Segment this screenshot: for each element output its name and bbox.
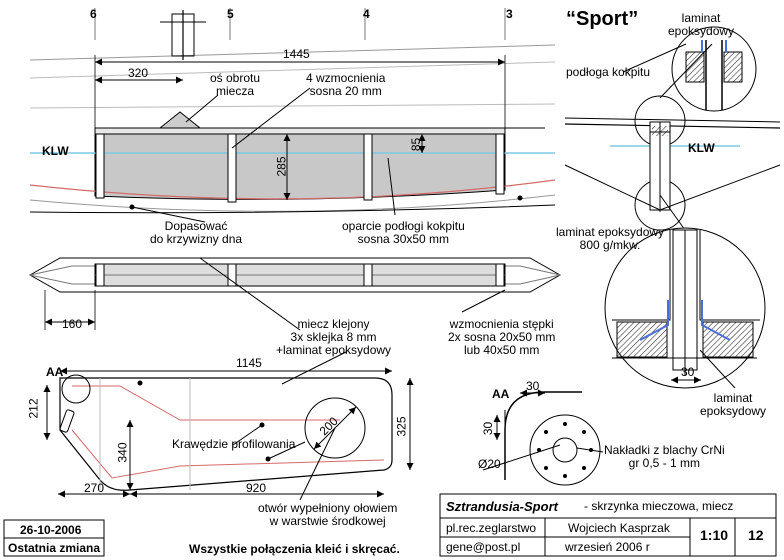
creation-date: wrzesień 2006 r — [565, 540, 650, 554]
section-number-4: 4 — [363, 7, 370, 21]
title-block-frame — [3, 493, 777, 557]
drawing-scale: 1:10 — [700, 527, 729, 543]
centreboard-view — [43, 351, 414, 501]
dim-1445: 1445 — [283, 47, 310, 61]
dim-320: 320 — [128, 66, 149, 80]
laminate-mid-label: laminat epoksydowy 800 g/mkw. — [556, 225, 665, 252]
sport-title: “Sport” — [566, 8, 639, 30]
dim-285: 285 — [274, 156, 289, 177]
section-number-3: 3 — [506, 7, 513, 21]
plan-view — [28, 257, 562, 331]
lead-hole-label: otwór wypełniony ołowiem w warstwie środ… — [258, 501, 398, 528]
dim-30-side: 30 — [481, 421, 496, 436]
dim-30-detail: 30 — [681, 365, 695, 379]
centreboard-label: miecz klejony 3x sklejka 8 mm +laminat e… — [276, 317, 392, 357]
dim-270: 270 — [84, 481, 105, 495]
stiffeners-label: 4 wzmocnienia sosna 20 mm — [306, 71, 386, 98]
dim-85: 85 — [409, 137, 424, 152]
profiling-edges-label: Krawędzie profilowania — [172, 437, 296, 451]
fit-curve-label: Dopasować do krzywizny dna — [150, 219, 243, 246]
klw-label-right: KLW — [688, 141, 715, 155]
dim-diameter-20: Ø20 — [478, 457, 501, 471]
author-name: Wojciech Kasprzak — [568, 521, 670, 535]
dim-920: 920 — [246, 481, 267, 495]
section-number-5: 5 — [227, 7, 234, 21]
aa-label-left: AA — [46, 365, 64, 379]
joints-note: Wszystkie połączenia kleić i skręcać. — [189, 542, 400, 556]
laminate-top-label: laminat epoksydowy — [668, 11, 735, 38]
klw-label-left: KLW — [42, 144, 69, 158]
steel-plates-label: Nakładki z blachy CrNi gr 0,5 - 1 mm — [604, 443, 725, 470]
drawing-subtitle: - skrzynka mieczowa, miecz — [584, 499, 734, 513]
dim-30-top: 30 — [526, 379, 540, 393]
pivot-label: oś obrotu miecza — [210, 71, 261, 98]
keel-stiffeners-label: wzmocnienia stępki 2x sosna 20x50 mm lub… — [448, 317, 556, 357]
section-number-6: 6 — [90, 7, 97, 21]
cockpit-floor-label: podłoga kokpitu — [566, 65, 651, 79]
section-views — [482, 26, 781, 486]
change-date: 26-10-2006 — [20, 523, 82, 537]
author-email[interactable]: gene@post.pl — [446, 540, 521, 554]
cockpit-support-label: oparcie podłogi kokpitu sosna 30x50 mm — [342, 219, 465, 246]
sheet-number: 12 — [748, 527, 764, 543]
dim-325: 325 — [394, 416, 409, 437]
project-name: Sztrandusia-Sport — [446, 499, 558, 514]
dim-212: 212 — [26, 398, 41, 419]
dim-340: 340 — [115, 442, 130, 463]
laminate-bottom-label: laminat epoksydowy — [700, 391, 767, 418]
dim-1145: 1145 — [236, 356, 262, 370]
elevation-view — [29, 8, 556, 223]
organization: pl.rec.zeglarstwo — [446, 521, 537, 535]
dim-160: 160 — [62, 317, 83, 331]
last-change-label: Ostatnia zmiana — [8, 541, 101, 555]
aa-label-right: AA — [492, 387, 510, 401]
